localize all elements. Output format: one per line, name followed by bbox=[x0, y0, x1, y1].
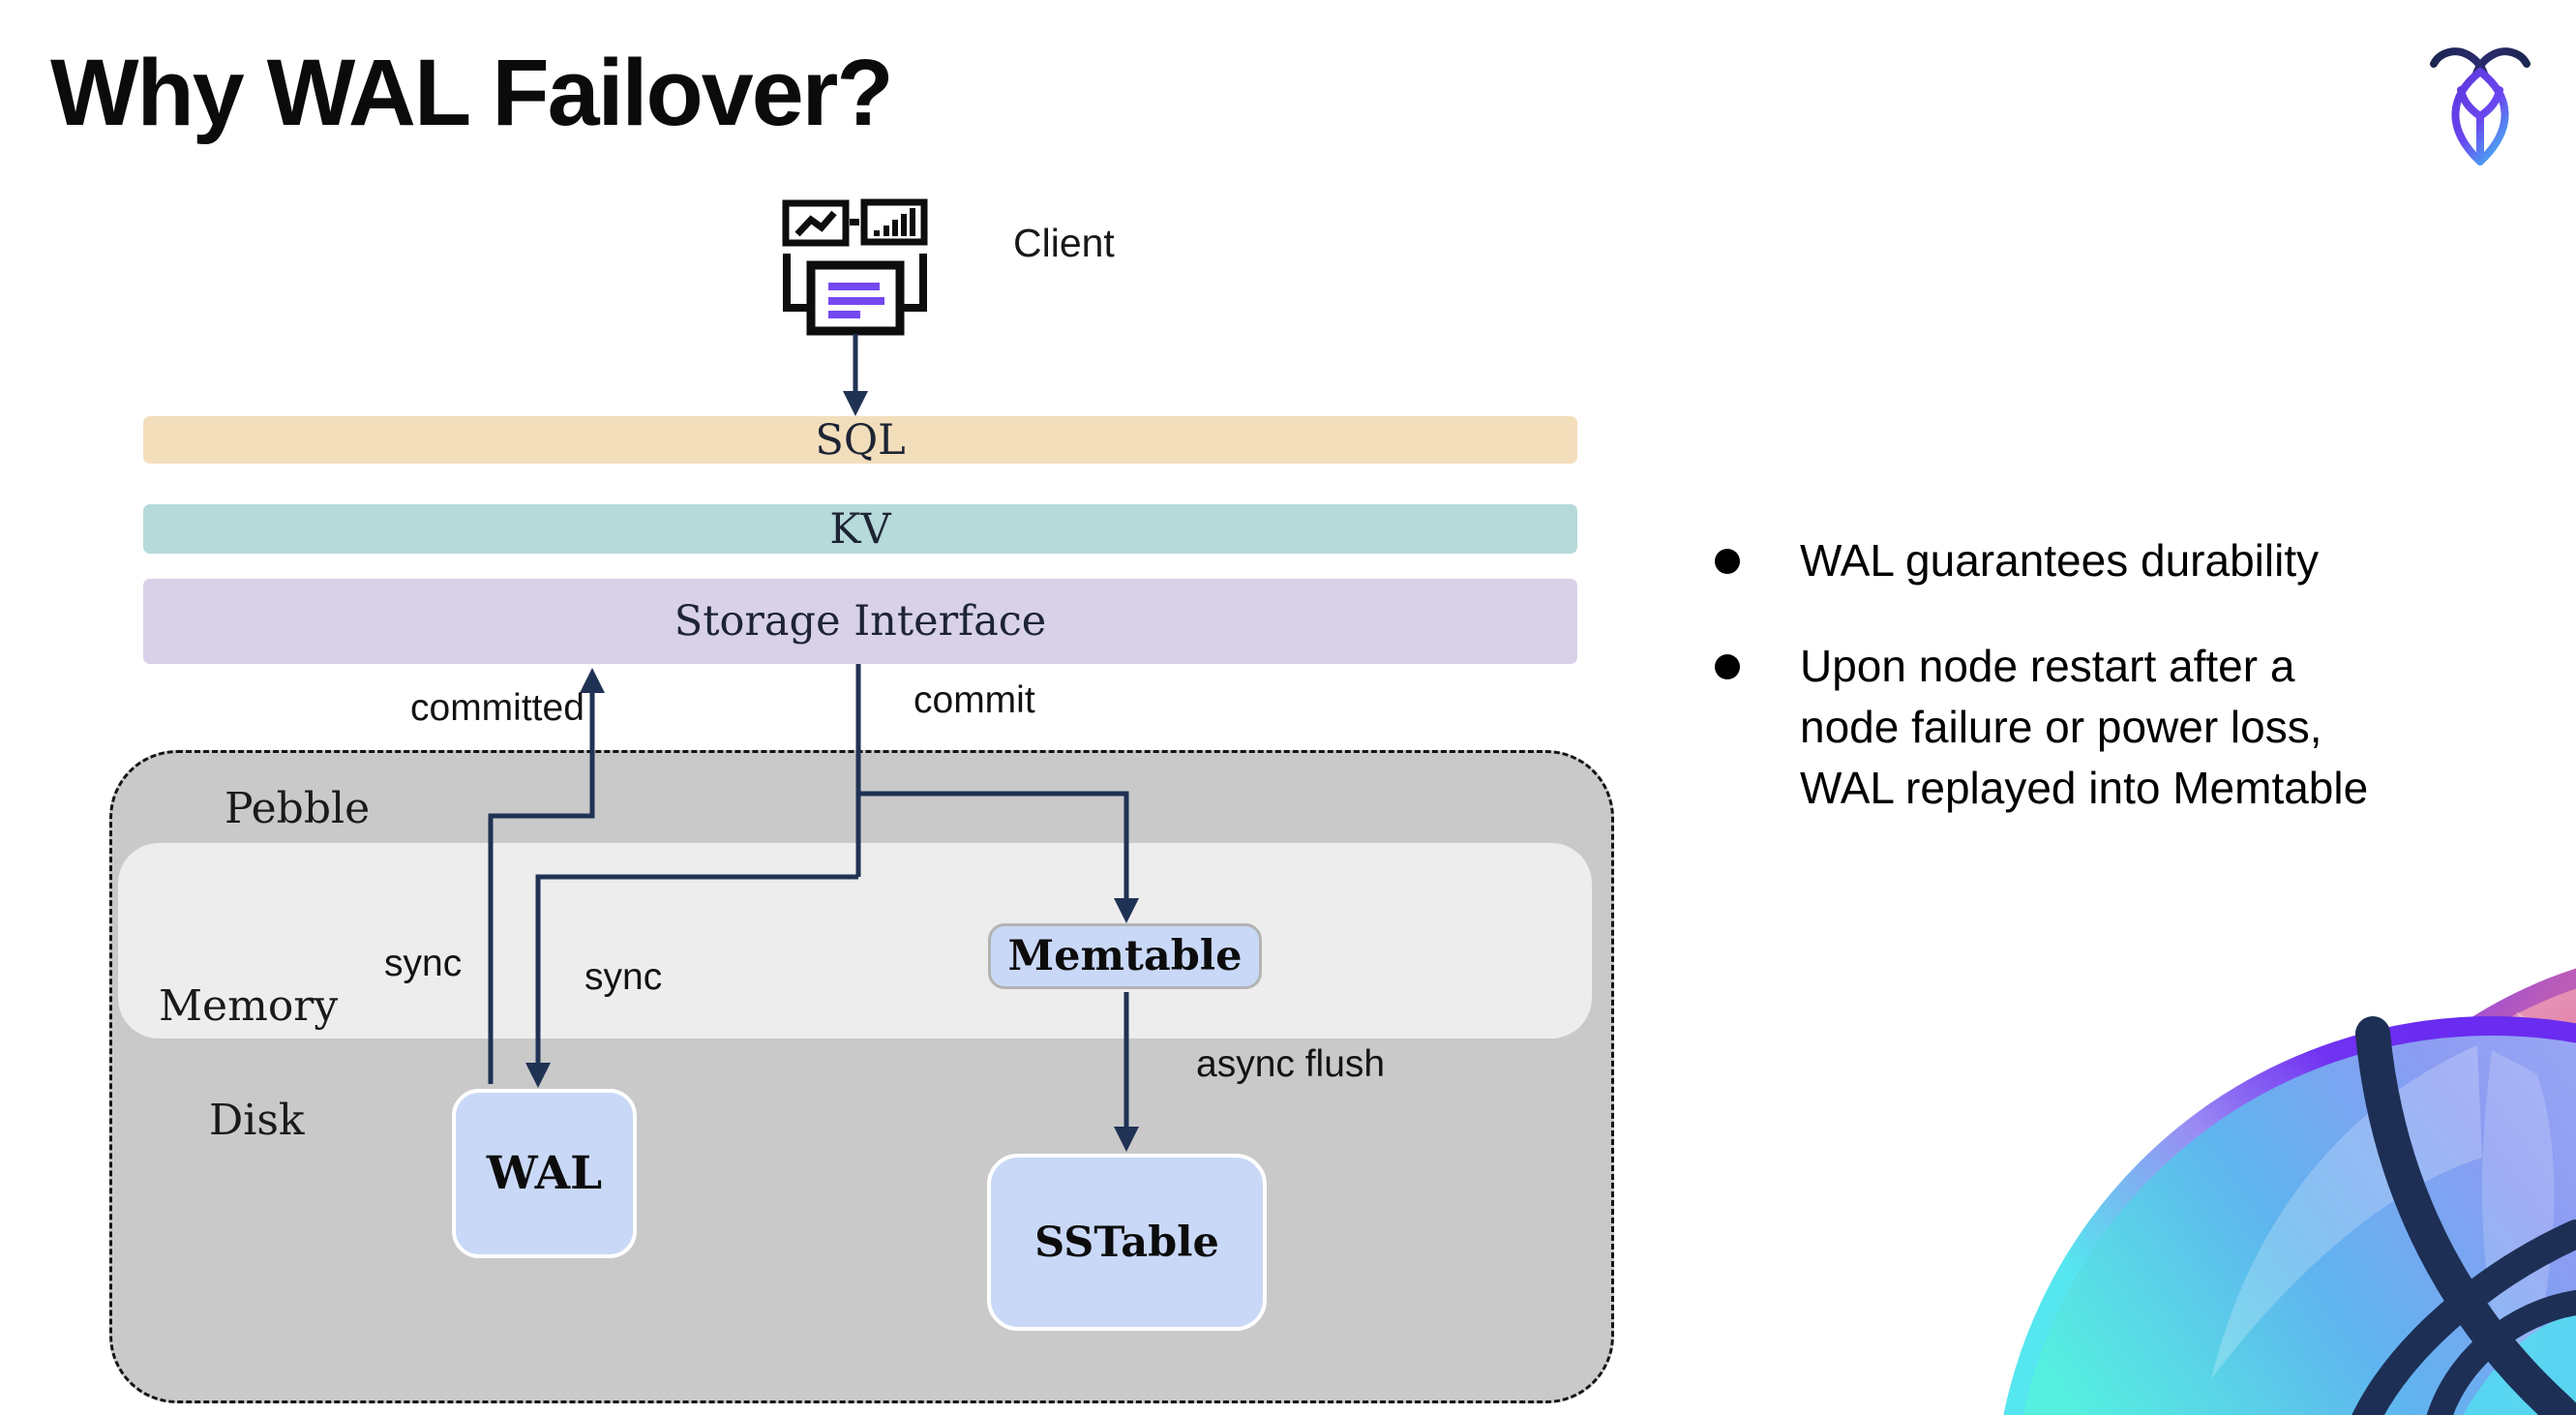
pebble-label: Pebble bbox=[225, 784, 371, 833]
layer-kv-label: KV bbox=[829, 504, 891, 554]
committed-edge-label: committed bbox=[410, 687, 584, 729]
decoration-navy-vein bbox=[2351, 1219, 2576, 1415]
bullet-text: WAL guarantees durability bbox=[1800, 535, 2320, 586]
wal-box: WAL bbox=[452, 1089, 637, 1258]
decoration-navy-vein bbox=[2355, 1016, 2576, 1415]
list-item: Upon node restart after a node failure o… bbox=[1715, 636, 2528, 819]
bracket-right bbox=[903, 254, 927, 312]
cockroachdb-logo-icon bbox=[2430, 47, 2531, 166]
document-icon bbox=[806, 260, 905, 336]
memtable-box: Memtable bbox=[988, 923, 1262, 989]
wal-box-label: WAL bbox=[486, 1147, 603, 1200]
sstable-box: SSTable bbox=[987, 1154, 1267, 1331]
layer-sql-label: SQL bbox=[815, 415, 906, 465]
list-item: WAL guarantees durability bbox=[1715, 530, 2528, 591]
dash-connector bbox=[850, 219, 859, 226]
sync-left-edge-label: sync bbox=[384, 943, 463, 984]
cockroachdb-brand-decoration bbox=[2003, 968, 2576, 1415]
bracket-left bbox=[783, 254, 807, 312]
page-title: Why WAL Failover? bbox=[50, 40, 894, 145]
memtable-box-label: Memtable bbox=[1007, 932, 1243, 980]
async-flush-edge-label: async flush bbox=[1196, 1043, 1386, 1085]
bullet-dot-icon bbox=[1715, 549, 1740, 574]
sstable-box-label: SSTable bbox=[1034, 1218, 1219, 1267]
layer-bar-storage-interface: Storage Interface bbox=[143, 579, 1577, 664]
layer-bar-kv: KV bbox=[143, 504, 1577, 554]
layer-storage-label: Storage Interface bbox=[674, 597, 1047, 646]
bullet-text: Upon node restart after a node failure o… bbox=[1800, 641, 2369, 813]
memory-label: Memory bbox=[159, 981, 339, 1031]
bullet-list: WAL guarantees durability Upon node rest… bbox=[1715, 530, 2528, 863]
sync-right-edge-label: sync bbox=[584, 956, 663, 998]
client-label: Client bbox=[1013, 221, 1115, 265]
disk-label: Disk bbox=[209, 1096, 305, 1145]
line-chart-icon bbox=[782, 199, 850, 247]
bar-chart-icon bbox=[860, 198, 928, 246]
decoration-blue-petal bbox=[2211, 1045, 2482, 1379]
layer-bar-sql: SQL bbox=[143, 415, 1577, 465]
bullet-dot-icon bbox=[1715, 654, 1740, 679]
client-workstation-icon bbox=[782, 198, 928, 336]
memory-band bbox=[118, 843, 1592, 1039]
decoration-navy-vein bbox=[2426, 1290, 2576, 1415]
commit-edge-label: commit bbox=[914, 679, 1035, 721]
